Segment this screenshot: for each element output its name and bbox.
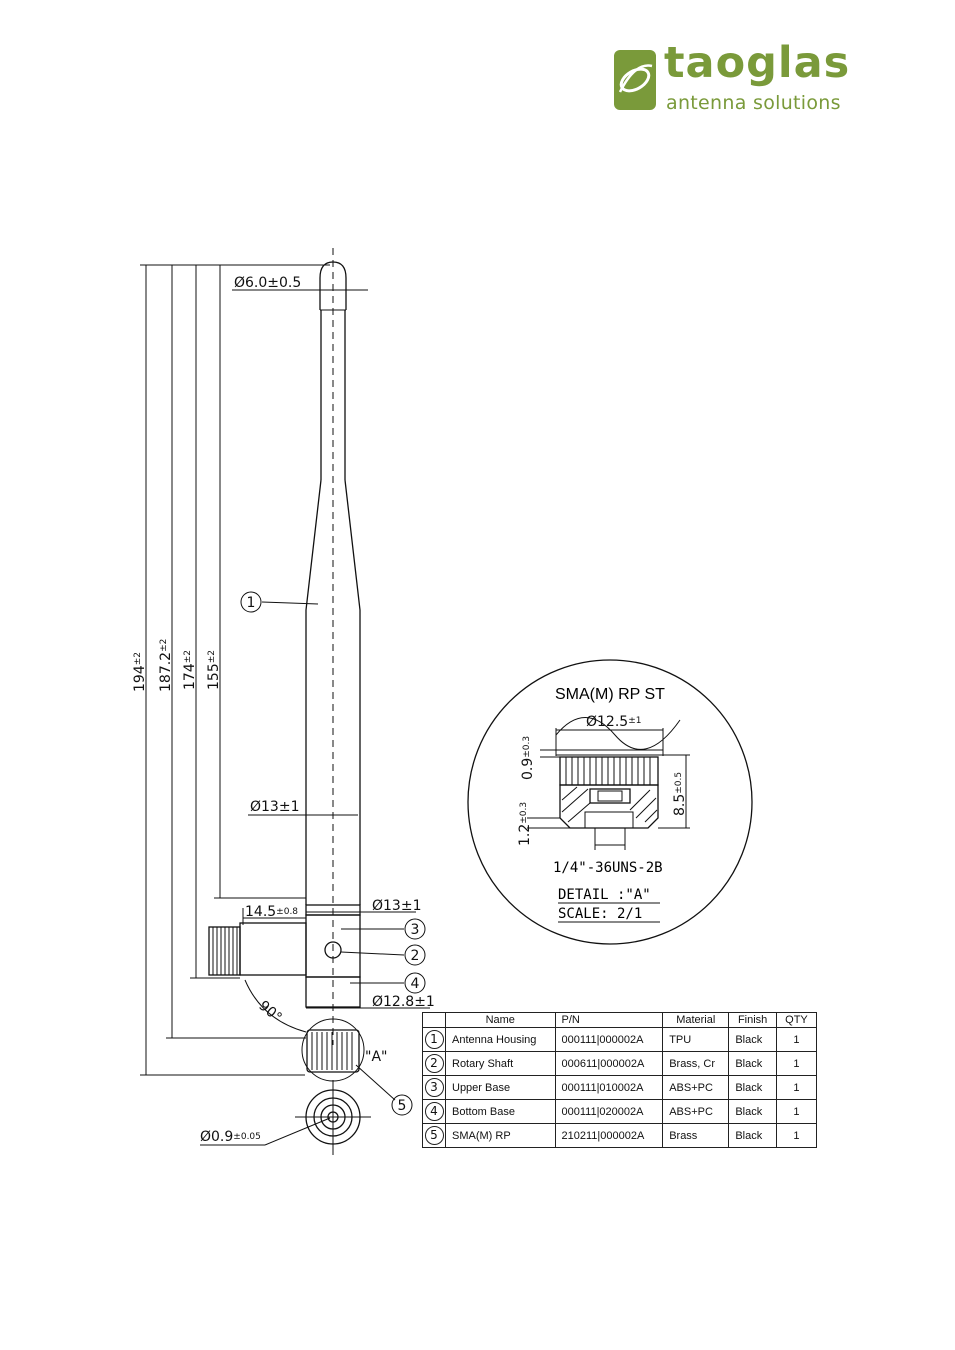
- row-number: 4: [424, 1102, 444, 1121]
- detail-a-view: SMA(M) RP ST Ø12.5±1: [467, 659, 753, 945]
- col-material: Material: [662, 1012, 730, 1028]
- row-number: 5: [424, 1126, 444, 1145]
- part-qty: 1: [775, 1051, 818, 1076]
- part-finish: Black: [728, 1051, 777, 1076]
- part-name: Antenna Housing: [445, 1027, 556, 1052]
- svg-text:4: 4: [411, 976, 420, 992]
- col-num: [422, 1012, 446, 1028]
- svg-text:5: 5: [398, 1098, 407, 1114]
- dim-tip-diameter: Ø6.0±0.5: [234, 275, 301, 291]
- table-header-row: Name P/N Material Finish QTY: [422, 1012, 818, 1028]
- detail-title: SMA(M) RP ST: [555, 686, 665, 703]
- antenna-housing-right: [344, 479, 361, 905]
- table-row: 1 Antenna Housing 000111|000002A TPU Bla…: [422, 1027, 818, 1052]
- part-name: SMA(M) RP: [445, 1123, 556, 1148]
- dim-base-diameter: Ø13±1: [372, 898, 421, 914]
- part-material: Brass: [662, 1123, 730, 1148]
- part-pn: 000111|000002A: [554, 1027, 664, 1052]
- dim-187: 187.2±2: [158, 639, 174, 692]
- part-material: ABS+PC: [662, 1075, 730, 1100]
- table-row: 3 Upper Base 000111|010002A ABS+PC Black…: [422, 1075, 818, 1100]
- part-finish: Black: [728, 1075, 777, 1100]
- detail-label: DETAIL :"A": [558, 887, 651, 903]
- dim-174: 174±2: [182, 650, 198, 690]
- dim-bottom-diameter: Ø12.8±1: [372, 994, 435, 1010]
- part-qty: 1: [775, 1099, 818, 1124]
- taoglas-logo: taoglas antenna solutions: [612, 38, 862, 120]
- detail-scale: SCALE: 2/1: [558, 906, 642, 922]
- table-row: 4 Bottom Base 000111|020002A ABS+PC Blac…: [422, 1099, 818, 1124]
- part-pn: 210211|000002A: [554, 1123, 664, 1148]
- table-row: 2 Rotary Shaft 000611|000002A Brass, Cr …: [422, 1051, 818, 1076]
- part-material: ABS+PC: [662, 1099, 730, 1124]
- part-name: Bottom Base: [445, 1099, 556, 1124]
- col-finish: Finish: [728, 1012, 777, 1028]
- detail-a-ref: "A": [365, 1049, 387, 1065]
- bottom-base: [305, 976, 361, 1008]
- part-qty: 1: [775, 1027, 818, 1052]
- svg-text:3: 3: [411, 922, 420, 938]
- parts-table: Name P/N Material Finish QTY 1 Antenna H…: [422, 1012, 818, 1148]
- part-finish: Black: [728, 1027, 777, 1052]
- logo-tagline: antenna solutions: [666, 92, 841, 114]
- dim-body-diameter: Ø13±1: [250, 799, 299, 815]
- part-pn: 000111|020002A: [554, 1099, 664, 1124]
- detail-outer-diameter: Ø12.5±1: [586, 714, 641, 730]
- col-pn: P/N: [554, 1012, 664, 1028]
- row-number: 3: [424, 1078, 444, 1097]
- logo-brand: taoglas: [664, 38, 851, 88]
- antenna-housing-left: [305, 479, 322, 905]
- sma-connector: [306, 1029, 360, 1073]
- callout-4: 4: [404, 972, 426, 994]
- callout-1: 1: [240, 591, 262, 613]
- part-qty: 1: [775, 1075, 818, 1100]
- rotary-shaft: [324, 941, 342, 959]
- part-pn: 000111|010002A: [554, 1075, 664, 1100]
- callout-5: 5: [391, 1094, 413, 1116]
- dim-155: 155±2: [206, 650, 222, 690]
- part-name: Rotary Shaft: [445, 1051, 556, 1076]
- rotary-housing: [239, 922, 307, 976]
- detail-dim-1-2: 1.2±0.3: [517, 802, 533, 846]
- svg-text:1: 1: [247, 595, 256, 611]
- logo-mark-icon: [614, 50, 656, 110]
- detail-dim-0-9: 0.9±0.3: [520, 736, 536, 780]
- callout-2: 2: [404, 944, 426, 966]
- detail-dim-8-5: 8.5±0.5: [672, 772, 688, 816]
- part-finish: Black: [728, 1123, 777, 1148]
- row-number: 2: [424, 1054, 444, 1073]
- part-qty: 1: [775, 1123, 818, 1148]
- dim-pin-diameter: Ø0.9±0.05: [200, 1129, 261, 1145]
- part-pn: 000611|000002A: [554, 1051, 664, 1076]
- dim-total-height: 194±2: [132, 652, 148, 692]
- callout-3: 3: [404, 918, 426, 940]
- part-material: Brass, Cr: [662, 1051, 730, 1076]
- svg-text:2: 2: [411, 948, 420, 964]
- detail-thread-spec: 1/4"-36UNS-2B: [553, 860, 663, 876]
- col-qty: QTY: [775, 1012, 818, 1028]
- part-name: Upper Base: [445, 1075, 556, 1100]
- table-row: 5 SMA(M) RP 210211|000002A Brass Black 1: [422, 1123, 818, 1148]
- col-name: Name: [445, 1012, 556, 1028]
- part-material: TPU: [662, 1027, 730, 1052]
- dim-side-length: 14.5±0.8: [245, 904, 298, 920]
- part-finish: Black: [728, 1099, 777, 1124]
- row-number: 1: [424, 1030, 444, 1049]
